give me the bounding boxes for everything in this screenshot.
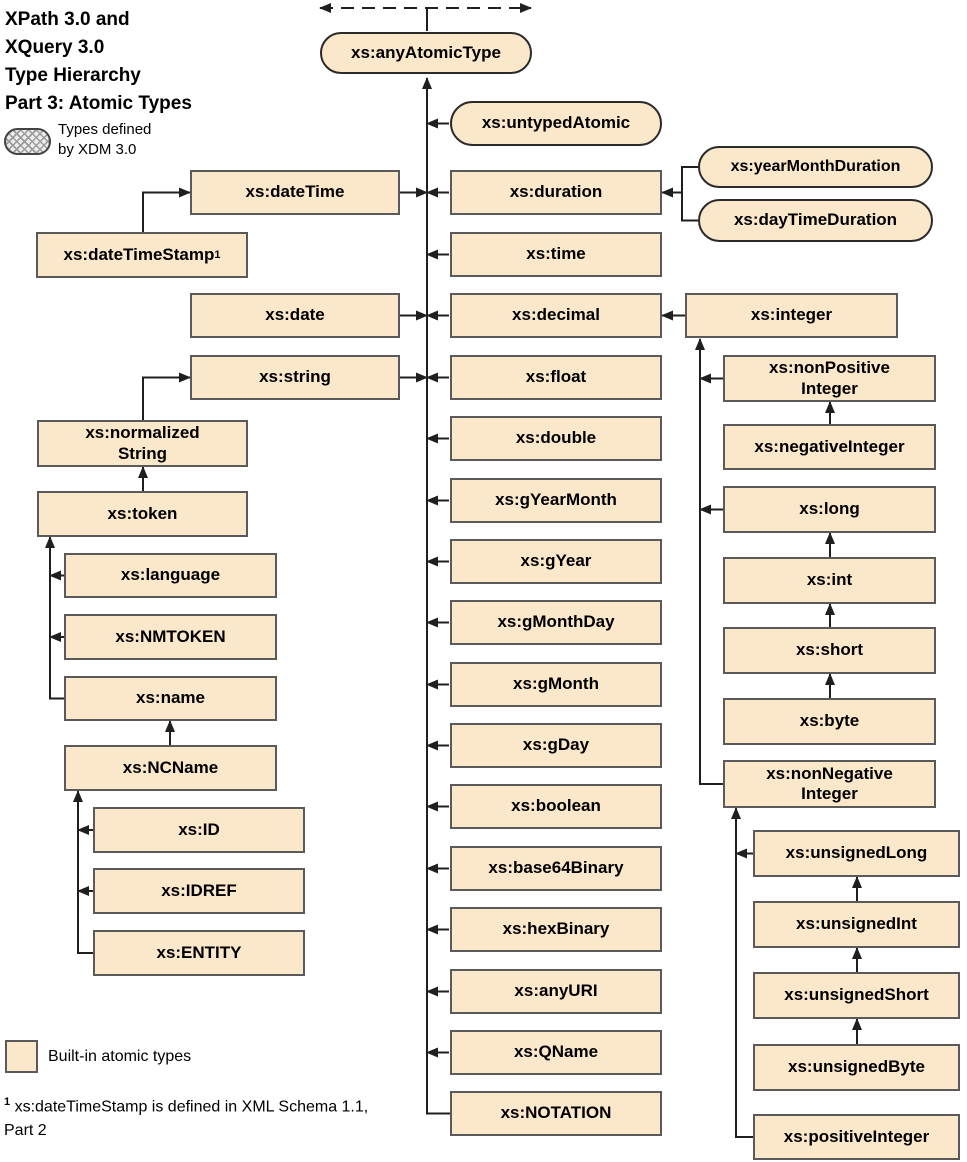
node-xs-datetimestamp-sup: 1 <box>214 248 221 261</box>
node-xs-unsignedshort: xs:unsignedShort <box>753 972 960 1019</box>
footnote-line1: xs:dateTimeStamp is defined in XML Schem… <box>10 1098 369 1116</box>
node-xs-boolean: xs:boolean <box>450 784 662 829</box>
node-xs-float: xs:float <box>450 355 662 400</box>
node-xs-qname: xs:QName <box>450 1030 662 1075</box>
node-xs-nonpositiveinteger: xs:nonPositive Integer <box>723 355 936 402</box>
node-xs-unsignedbyte: xs:unsignedByte <box>753 1044 960 1091</box>
node-xs-integer: xs:integer <box>685 293 898 338</box>
node-xs-idref: xs:IDREF <box>93 868 305 914</box>
node-xs-hexbinary: xs:hexBinary <box>450 907 662 952</box>
node-xs-gyearmonth: xs:gYearMonth <box>450 478 662 523</box>
builtin-swatch-icon <box>5 1040 38 1073</box>
node-xs-long: xs:long <box>723 486 936 533</box>
node-xs-gmonth: xs:gMonth <box>450 662 662 707</box>
node-xs-byte: xs:byte <box>723 698 936 745</box>
node-xs-nonnegativeinteger: xs:nonNegative Integer <box>723 760 936 808</box>
node-xs-string: xs:string <box>190 355 400 400</box>
builtin-legend-label: Built-in atomic types <box>48 1048 192 1065</box>
footnote-line2: Part 2 <box>4 1122 47 1140</box>
node-xs-ncname: xs:NCName <box>64 745 277 791</box>
xdm-legend-label: Types defined by XDM 3.0 <box>58 121 152 158</box>
node-xs-short: xs:short <box>723 627 936 674</box>
node-xs-duration: xs:duration <box>450 170 662 215</box>
node-xs-token: xs:token <box>37 491 248 537</box>
node-xs-notation: xs:NOTATION <box>450 1091 662 1136</box>
node-xs-normalizedstring: xs:normalized String <box>37 420 248 467</box>
node-xs-time: xs:time <box>450 232 662 277</box>
node-xs-gmonthday: xs:gMonthDay <box>450 600 662 645</box>
node-xs-date: xs:date <box>190 293 400 338</box>
node-xs-unsignedint: xs:unsignedInt <box>753 901 960 948</box>
node-xs-daytimeduration: xs:dayTimeDuration <box>698 199 933 242</box>
node-xs-int: xs:int <box>723 557 936 604</box>
xdm-hatched-stadium-icon <box>4 128 51 155</box>
node-xs-id: xs:ID <box>93 807 305 853</box>
node-xs-language: xs:language <box>64 553 277 598</box>
node-xs-nmtoken: xs:NMTOKEN <box>64 614 277 660</box>
node-xs-positiveinteger: xs:positiveInteger <box>753 1114 960 1160</box>
node-xs-yearmonthduration: xs:yearMonthDuration <box>698 146 933 188</box>
node-xs-double: xs:double <box>450 416 662 461</box>
node-xs-decimal: xs:decimal <box>450 293 662 338</box>
node-xs-negativeinteger: xs:negativeInteger <box>723 424 936 470</box>
node-xs-unsignedlong: xs:unsignedLong <box>753 830 960 877</box>
node-xs-anyatomictype: xs:anyAtomicType <box>320 32 532 74</box>
node-xs-datetime: xs:dateTime <box>190 170 400 215</box>
page-title: XPath 3.0 and XQuery 3.0 Type Hierarchy … <box>5 9 192 114</box>
node-xs-untypedatomic: xs:untypedAtomic <box>450 101 662 146</box>
footnote-sup: 1 <box>4 1096 11 1108</box>
node-xs-gday: xs:gDay <box>450 723 662 768</box>
footnote: 1 xs:dateTimeStamp is defined in XML Sch… <box>4 1090 474 1143</box>
node-xs-anyuri: xs:anyURI <box>450 969 662 1014</box>
node-xs-base64binary: xs:base64Binary <box>450 846 662 891</box>
node-xs-gyear: xs:gYear <box>450 539 662 584</box>
node-xs-datetimestamp-label: xs:dateTimeStamp <box>63 244 215 264</box>
node-xs-entity: xs:ENTITY <box>93 930 305 976</box>
node-xs-name: xs:name <box>64 676 277 721</box>
